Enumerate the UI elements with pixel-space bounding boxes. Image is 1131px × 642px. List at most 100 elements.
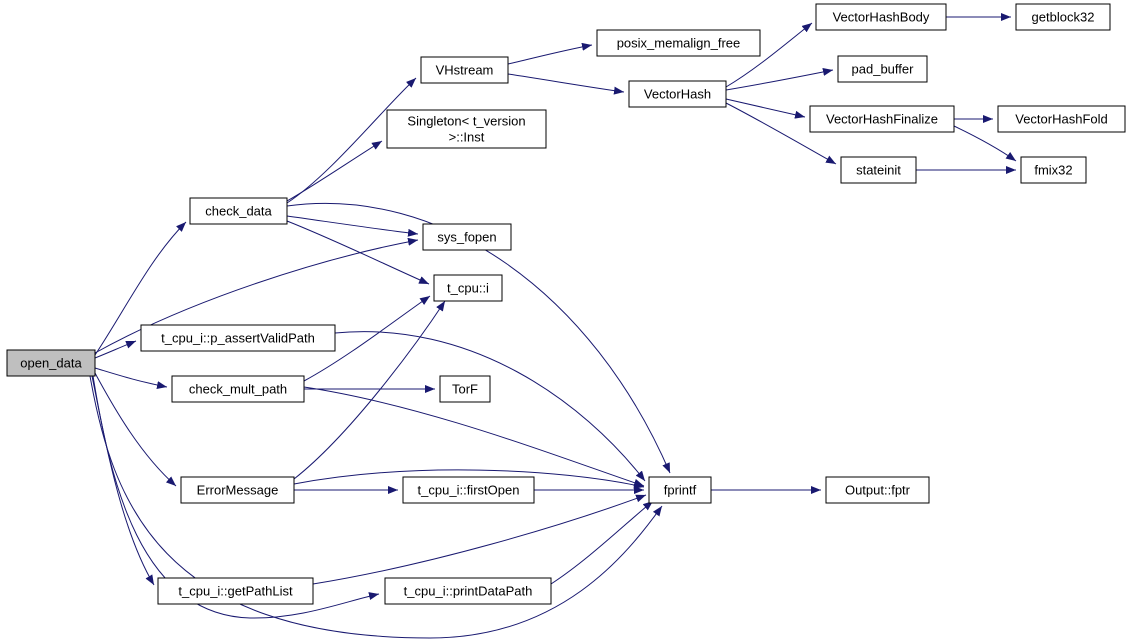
node-VectorHashFinalize[interactable]: VectorHashFinalize [809,105,955,133]
node-label: t_cpu_i::p_assertValidPath [161,331,315,346]
edge-ErrorMessage-to-t_cpu_i [293,300,446,480]
node-pad_buffer[interactable]: pad_buffer [837,55,928,83]
node-box[interactable] [1020,156,1087,184]
edge-printDataPath-to-fprintf [550,500,654,585]
node-label: t_cpu::i [447,281,489,296]
edge-VectorHash-to-VectorHashFinalize [725,98,806,119]
edge-VectorHashFinalize-to-fmix32 [953,125,1017,162]
node-box[interactable] [189,197,288,225]
node-box[interactable] [809,105,955,133]
node-box[interactable] [157,577,314,605]
node-printDataPath[interactable]: t_cpu_i::printDataPath [384,577,552,605]
edge-open_data-to-printDataPath [92,375,380,619]
node-VectorHashBody[interactable]: VectorHashBody [815,3,947,31]
node-box[interactable] [180,476,295,504]
node-label: check_mult_path [189,382,287,397]
node-label: fprintf [664,483,697,498]
node-label: sys_fopen [437,230,496,245]
edge-open_data-to-sys_fopen [94,237,419,354]
node-box[interactable] [6,349,96,377]
nodes-layer: open_data check_datat_cpu_i::p_assertVali… [6,3,1126,605]
node-box[interactable] [420,56,509,84]
node-label: VectorHash [644,87,711,102]
edge-VectorHash-to-pad_buffer [725,68,834,91]
node-box[interactable] [837,55,928,83]
node-check_mult_path[interactable]: check_mult_path [171,375,305,403]
edge-open_data-to-check_data [94,221,187,356]
node-label: open_data [20,356,82,371]
node-VectorHashFold[interactable]: VectorHashFold [997,105,1126,133]
node-label: posix_memalign_free [617,36,741,51]
node-VectorHash[interactable]: VectorHash [628,80,727,108]
node-label: VHstream [436,63,494,78]
node-box[interactable] [997,105,1126,133]
node-OutputFptr[interactable]: Output::fptr [825,476,930,504]
node-box[interactable] [815,3,947,31]
node-box[interactable] [439,375,491,403]
edge-check_data-to-fprintf [286,202,671,474]
edge-VectorHash-to-stateinit [725,102,837,165]
node-label: VectorHashFold [1015,112,1108,127]
edges-layer [89,13,1017,639]
node-box[interactable] [140,324,336,352]
edge-check_mult_path-to-t_cpu_i [303,295,431,382]
node-box[interactable] [422,223,512,251]
edge-open_data-to-getPathList [91,375,155,586]
node-box[interactable] [825,476,930,504]
node-label: Singleton< t_version>::Inst [407,114,525,145]
node-firstOpen[interactable]: t_cpu_i::firstOpen [402,476,535,504]
node-label: t_cpu_i::printDataPath [404,584,533,599]
node-TorF[interactable]: TorF [439,375,491,403]
node-getblock32[interactable]: getblock32 [1015,3,1111,31]
node-stateinit[interactable]: stateinit [840,156,917,184]
edge-check_mult_path-to-fprintf [303,386,645,487]
node-fmix32[interactable]: fmix32 [1020,156,1087,184]
node-label: TorF [452,382,478,397]
node-box[interactable] [840,156,917,184]
edge-open_data-to-p_assertValidPath [94,340,137,359]
node-label: getblock32 [1032,10,1095,25]
node-sys_fopen[interactable]: sys_fopen [422,223,512,251]
edge-open_data-to-fprintf [89,375,663,639]
edge-p_assertValidPath-to-fprintf [334,331,646,482]
node-SingletonInst[interactable]: Singleton< t_version>::Inst [386,109,547,149]
node-p_assertValidPath[interactable]: t_cpu_i::p_assertValidPath [140,324,336,352]
edge-check_data-to-sys_fopen [286,215,419,237]
edge-VHstream-to-posix_memalign_free [507,42,593,65]
node-box[interactable] [1015,3,1111,31]
edge-open_data-to-ErrorMessage [94,372,177,487]
node-t_cpu_i[interactable]: t_cpu::i [433,274,503,302]
node-ErrorMessage[interactable]: ErrorMessage [180,476,295,504]
edge-open_data-to-check_mult_path [94,367,168,390]
node-VHstream[interactable]: VHstream [420,56,509,84]
node-box[interactable] [433,274,503,302]
node-label: t_cpu_i::firstOpen [418,483,520,498]
node-box[interactable] [648,476,712,504]
edge-VHstream-to-VectorHash [507,73,625,95]
node-label: VectorHashFinalize [826,112,938,127]
node-posix_memalign_free[interactable]: posix_memalign_free [596,29,761,57]
node-box[interactable] [628,80,727,108]
edge-check_data-to-t_cpu_i [286,220,430,285]
edge-VectorHash-to-VectorHashBody [725,22,813,88]
node-fprintf[interactable]: fprintf [648,476,712,504]
node-open_data[interactable]: open_data [6,349,96,377]
node-box[interactable] [596,29,761,57]
node-label: fmix32 [1034,163,1072,178]
node-check_data[interactable]: check_data [189,197,288,225]
node-label: stateinit [856,163,901,178]
node-box[interactable] [384,577,552,605]
node-label: Output::fptr [845,483,911,498]
edge-check_data-to-SingletonInst [286,140,383,202]
node-box[interactable] [386,109,547,149]
node-label: check_data [205,204,272,219]
node-label: ErrorMessage [197,483,279,498]
node-box[interactable] [402,476,535,504]
node-box[interactable] [171,375,305,403]
node-label: pad_buffer [852,62,915,77]
node-label: t_cpu_i::getPathList [178,584,293,599]
node-label: VectorHashBody [833,10,930,25]
node-getPathList[interactable]: t_cpu_i::getPathList [157,577,314,605]
edge-ErrorMessage-to-fprintf [293,469,645,489]
